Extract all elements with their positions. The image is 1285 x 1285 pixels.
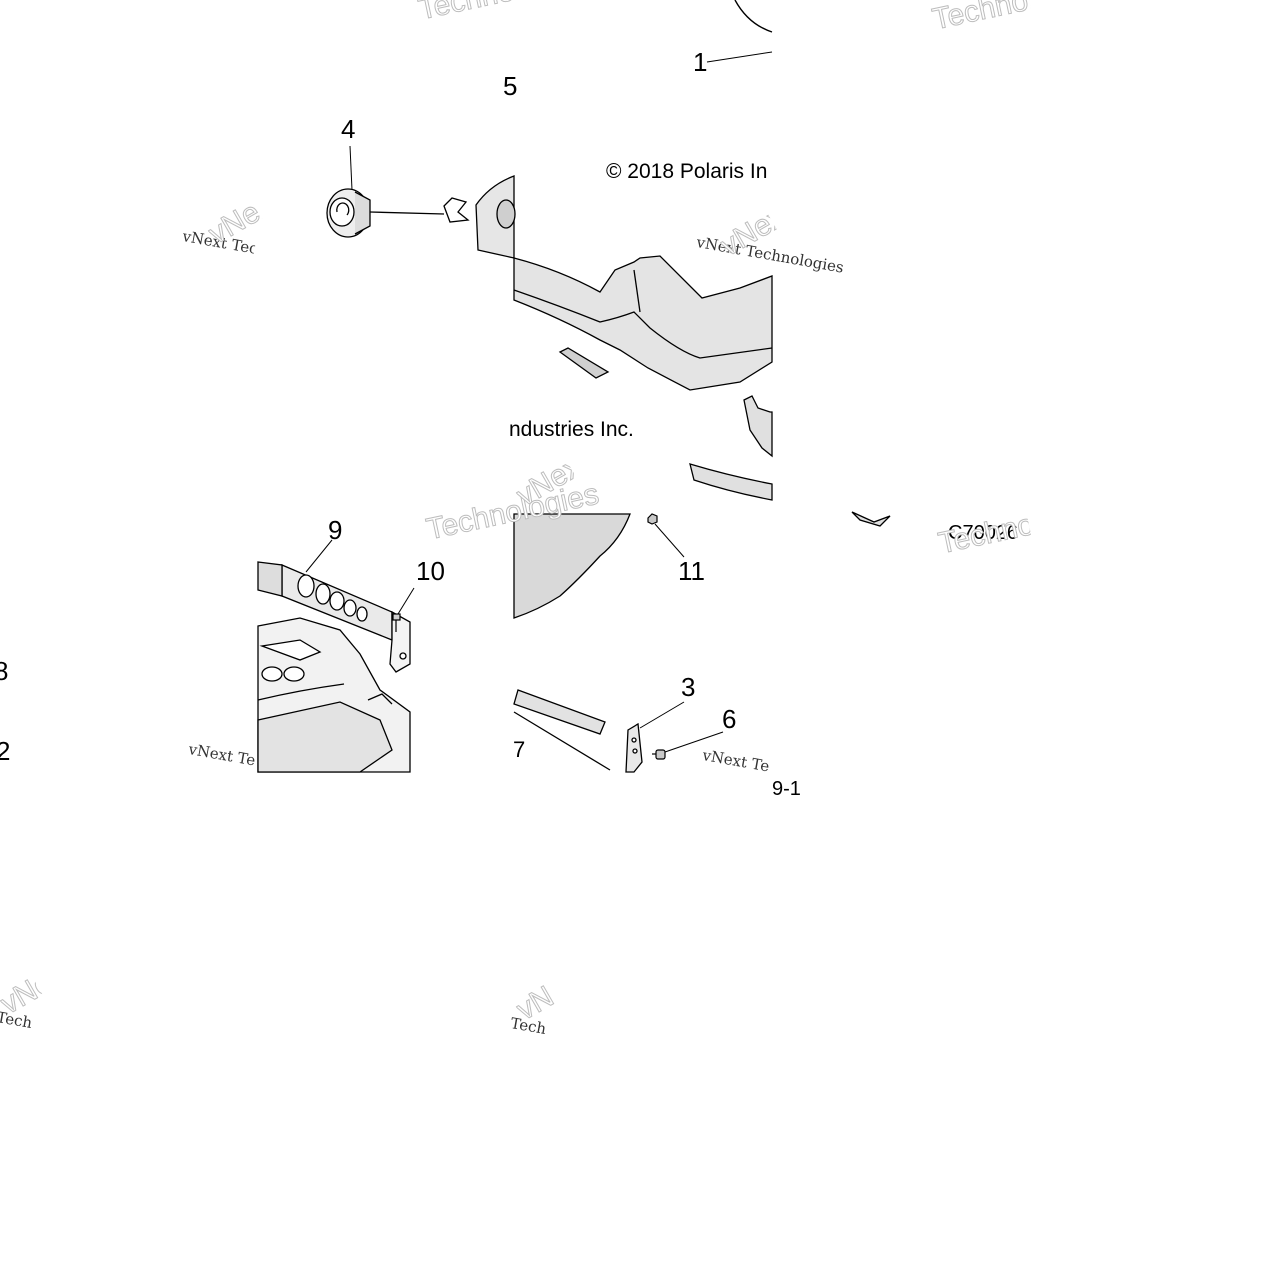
copyright-part-right: ndustries Inc. (509, 418, 634, 441)
tile-gap-left-mid (0, 258, 257, 514)
part-1-tank-edge (734, 0, 773, 33)
callout-11: 11 (678, 556, 705, 586)
leader-6 (664, 731, 724, 753)
callout-10: 10 (416, 556, 445, 586)
leader-1 (706, 51, 773, 63)
leader-4 (349, 145, 353, 191)
leader-3 (639, 701, 685, 729)
part-10-bolt (392, 613, 401, 632)
part-tank-strap-right (689, 395, 891, 527)
part-tank-lower (513, 513, 631, 619)
callout-2: 2 (0, 736, 11, 766)
leader-9 (305, 539, 333, 573)
part-11-nut (647, 513, 658, 525)
callout-3: 3 (681, 672, 696, 702)
callout-6: 6 (722, 704, 737, 734)
callout-5: 5 (503, 71, 518, 101)
figure-id: C70026 (948, 522, 1019, 544)
part-3-strap (513, 689, 643, 773)
leader-11 (654, 523, 685, 558)
copyright-part-left: © 2018 Polaris In (606, 161, 768, 182)
callout-1: 1 (693, 47, 708, 77)
callout-8: 8 (0, 656, 9, 686)
leader-10 (397, 587, 415, 615)
part-6-clip (652, 749, 666, 760)
part-5-filler-neck (475, 175, 516, 259)
part-seat-panel (257, 617, 411, 773)
part-9-heat-shield (257, 561, 411, 673)
part-4-fuel-cap (326, 188, 470, 238)
callout-9: 9 (328, 515, 343, 545)
callout-4: 4 (341, 114, 356, 144)
misc-glyph: 7 (513, 737, 526, 762)
page-ref: 9-1 (772, 778, 801, 800)
part-2-fuel-tank (513, 255, 773, 391)
